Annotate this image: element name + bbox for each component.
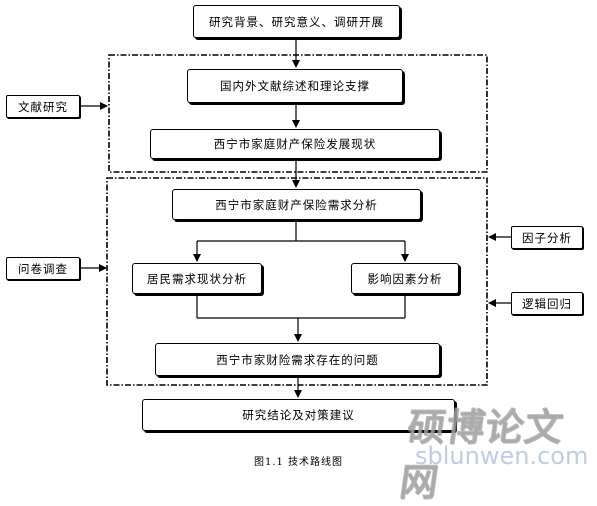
node-research-background: 研究背景、研究意义、调研开展 (193, 5, 400, 38)
figure-caption: 图1.1 技术路线图 (253, 457, 344, 468)
node-literature-review: 国内外文献综述和理论支撑 (187, 69, 403, 103)
flowchart-connectors (80, 38, 511, 398)
node-insurance-status: 西宁市家庭财产保险发展现状 (150, 129, 440, 159)
node-demand-analysis: 西宁市家庭财产保险需求分析 (172, 189, 421, 220)
node-conclusion: 研究结论及对策建议 (142, 399, 455, 431)
method-literature-research: 文献研究 (6, 95, 80, 118)
method-factor-analysis: 因子分析 (511, 226, 583, 249)
group-box-survey (106, 177, 488, 386)
node-influencing-factors: 影响因素分析 (351, 263, 459, 294)
watermark-url: sblunwen.com (415, 442, 589, 470)
method-logistic-regression: 逻辑回归 (511, 292, 583, 315)
group-box-literature (108, 54, 488, 173)
node-demand-problems: 西宁市家财险需求存在的问题 (155, 343, 440, 376)
method-questionnaire: 问卷调查 (6, 257, 80, 280)
node-resident-demand: 居民需求现状分析 (132, 263, 262, 294)
